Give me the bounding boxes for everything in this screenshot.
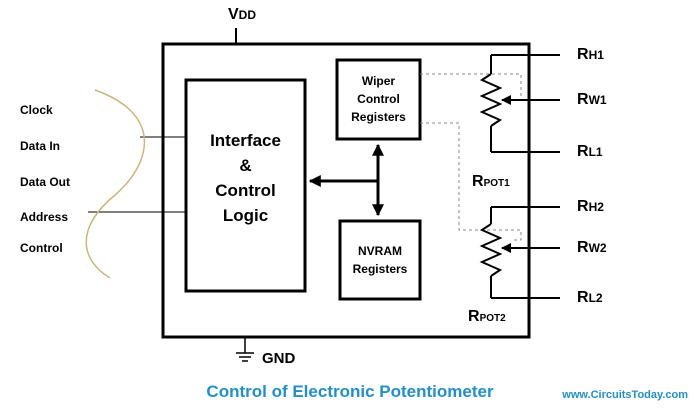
pot2-name-sub: POT2 xyxy=(479,313,506,324)
interface-line-2: & xyxy=(239,156,252,175)
pin-rw1-sub: W1 xyxy=(588,93,607,107)
pin-rw1-r: R xyxy=(577,91,589,108)
website-watermark: www.CircuitsToday.com xyxy=(562,389,688,401)
nvram-block-label: NVRAM Registers xyxy=(340,242,420,278)
vdd-letter: V xyxy=(228,6,239,23)
pin-rh1-sub: H1 xyxy=(588,48,604,62)
potentiometer-1 xyxy=(479,54,560,153)
signal-address: Address xyxy=(20,210,69,224)
vdd-label: VDD xyxy=(228,6,256,24)
interface-control-logic-block xyxy=(184,78,307,293)
pin-rh2-r: R xyxy=(577,198,589,215)
wiper-line-2: Control xyxy=(357,92,400,106)
vdd-subscript: DD xyxy=(238,8,257,22)
interface-line-4: Logic xyxy=(222,206,269,225)
signal-data-out: Data Out xyxy=(20,175,71,189)
pin-rh1-r: R xyxy=(577,46,589,63)
pin-rl1-r: R xyxy=(577,143,589,160)
nvram-line-2: Registers xyxy=(352,262,408,276)
gnd-label: GND xyxy=(262,350,296,367)
pin-rl2-sub: L2 xyxy=(588,291,603,305)
interface-block-label: Interface & Control Logic xyxy=(186,128,305,228)
nvram-registers-block xyxy=(338,219,422,301)
wiper-block-label: Wiper Control Registers xyxy=(337,72,420,126)
chip-outline xyxy=(161,42,531,339)
dashed-link-pot2 xyxy=(420,122,522,241)
signal-clock: Clock xyxy=(20,103,53,117)
pin-rl1: RL1 xyxy=(577,143,603,161)
pin-rh2-sub: H2 xyxy=(588,200,604,214)
signal-control: Control xyxy=(20,241,63,255)
signal-data-in: Data In xyxy=(20,139,61,153)
nvram-line-1: NVRAM xyxy=(358,244,402,258)
dashed-link-pot1 xyxy=(420,73,522,101)
wiper-control-registers-block xyxy=(335,58,422,141)
pin-rl2-r: R xyxy=(577,289,589,306)
pin-rw2-sub: W2 xyxy=(588,241,607,255)
pin-rw2: RW2 xyxy=(577,239,607,257)
pot2-name-r: R xyxy=(468,308,480,325)
signal-bracket-curve xyxy=(85,89,146,279)
wiper-line-3: Registers xyxy=(351,110,406,124)
pin-rl2: RL2 xyxy=(577,289,603,307)
pot1-name-r: R xyxy=(472,173,484,190)
pin-rw2-r: R xyxy=(577,239,589,256)
pin-rh2: RH2 xyxy=(577,198,604,216)
diagram-caption: Control of Electronic Potentiometer xyxy=(206,382,494,401)
pin-rl1-sub: L1 xyxy=(588,145,603,159)
potentiometer-2 xyxy=(479,206,560,299)
ground-symbol xyxy=(236,337,254,362)
pot2-name: RPOT2 xyxy=(468,308,506,326)
pin-rw1: RW1 xyxy=(577,91,607,109)
wiper-line-1: Wiper xyxy=(361,74,396,88)
interface-line-3: Control xyxy=(215,181,276,200)
pot1-name: RPOT1 xyxy=(472,173,510,191)
pin-rh1: RH1 xyxy=(577,46,604,64)
interface-line-1: Interface xyxy=(210,131,281,150)
pot1-name-sub: POT1 xyxy=(483,178,510,189)
